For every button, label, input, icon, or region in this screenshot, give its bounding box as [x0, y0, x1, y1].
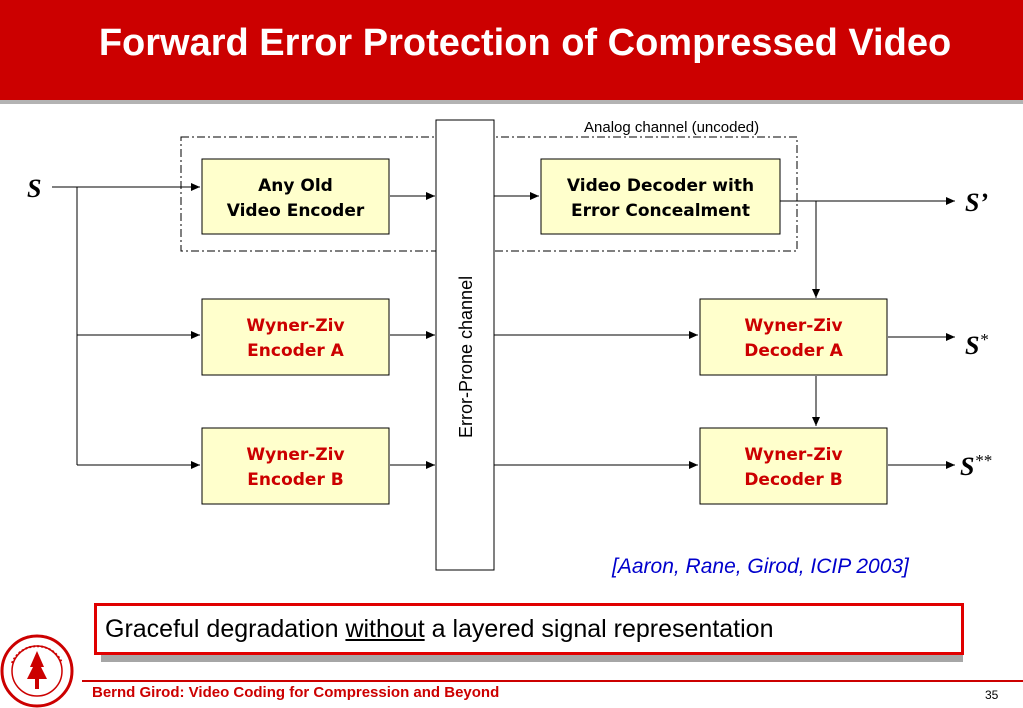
callout-text-before: Graceful degradation — [105, 615, 346, 643]
block-label-line: Error Concealment — [571, 201, 750, 221]
block-label-line: Encoder A — [247, 341, 344, 361]
wyner-ziv-decoder-b-block: Wyner-Ziv Decoder B — [699, 427, 888, 505]
output-signal-s-double-star: S** — [960, 451, 992, 481]
callout-text-after: a layered signal representation — [424, 615, 774, 643]
block-label-line: Video Encoder — [227, 201, 365, 221]
block-label-line: Any Old — [258, 176, 333, 196]
video-decoder-block: Video Decoder with Error Concealment — [540, 158, 781, 235]
university-seal-logo — [0, 634, 74, 708]
page-number: 35 — [985, 688, 999, 702]
footer-author: Bernd Girod: Video Coding for Compressio… — [92, 684, 500, 701]
block-label-line: Encoder B — [247, 470, 343, 490]
title-bar — [0, 0, 1023, 100]
title-bar-shadow — [0, 100, 1023, 104]
callout-emphasis: without — [345, 615, 425, 643]
output-signal-s-prime: S’ — [965, 188, 988, 217]
footer-rule — [82, 680, 1023, 682]
any-old-video-encoder-block: Any Old Video Encoder — [201, 158, 390, 235]
wyner-ziv-encoder-a-block: Wyner-Ziv Encoder A — [201, 298, 390, 376]
block-label-line: Wyner-Ziv — [246, 445, 344, 465]
input-signal-label: S — [27, 174, 41, 203]
wyner-ziv-encoder-b-block: Wyner-Ziv Encoder B — [201, 427, 390, 505]
block-label-line: Decoder B — [744, 470, 842, 490]
output-signal-s-star: S* — [965, 330, 988, 360]
error-prone-channel-label: Error-Prone channel — [456, 276, 476, 438]
error-prone-channel — [435, 119, 495, 571]
block-label-line: Wyner-Ziv — [744, 316, 842, 336]
block-label-line: Wyner-Ziv — [246, 316, 344, 336]
block-label-line: Decoder A — [744, 341, 843, 361]
citation: [Aaron, Rane, Girod, ICIP 2003] — [612, 555, 909, 578]
analog-channel-label: Analog channel (uncoded) — [584, 119, 759, 136]
callout-box: Graceful degradation without a layered s… — [94, 603, 964, 655]
wyner-ziv-decoder-a-block: Wyner-Ziv Decoder A — [699, 298, 888, 376]
slide-title: Forward Error Protection of Compressed V… — [98, 22, 952, 64]
block-label-line: Wyner-Ziv — [744, 445, 842, 465]
block-label-line: Video Decoder with — [567, 176, 754, 196]
